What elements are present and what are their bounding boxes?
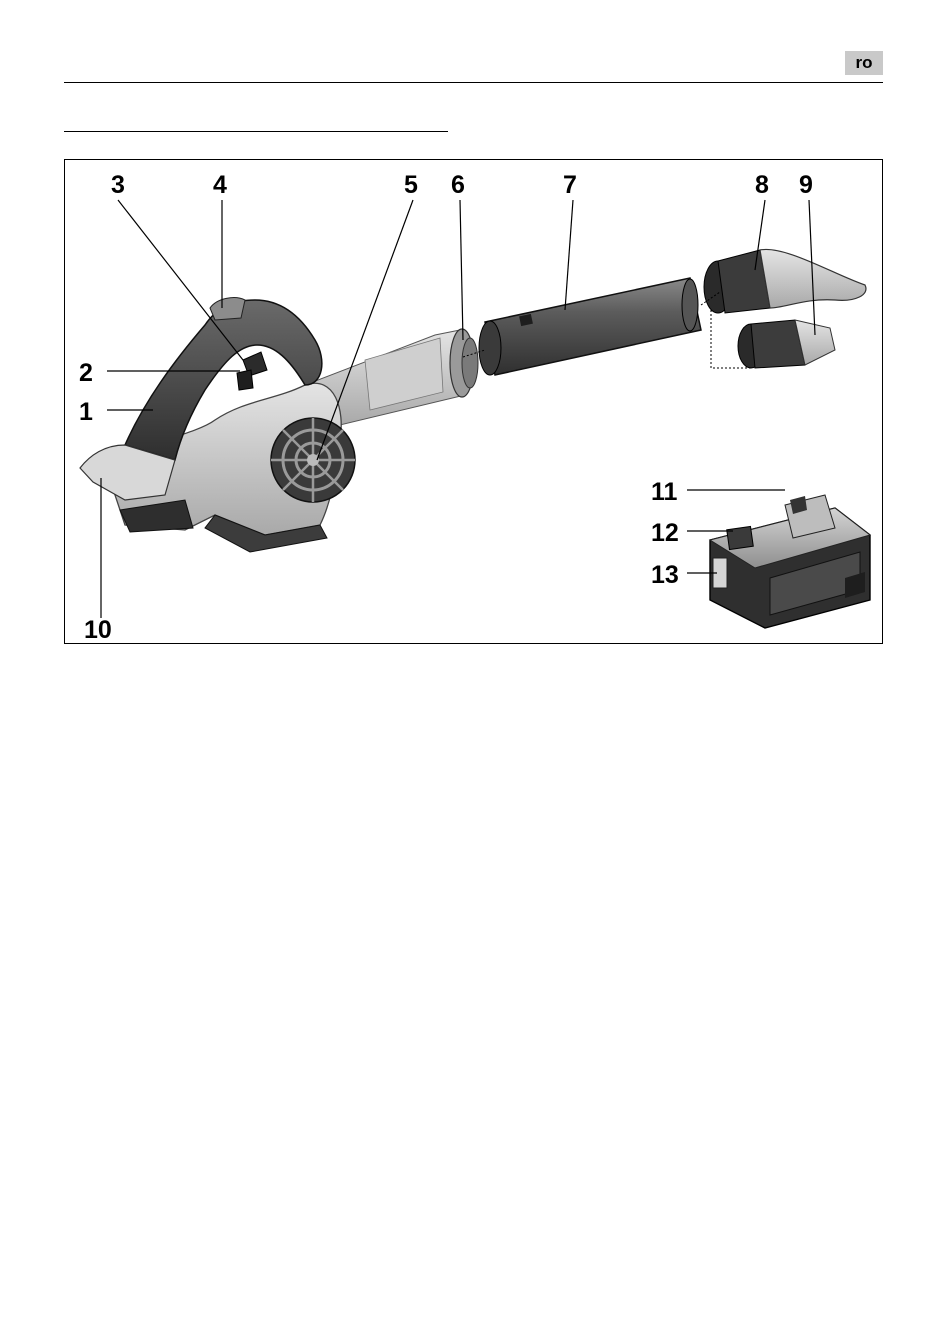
callout-leaders xyxy=(101,200,815,618)
callout-3: 3 xyxy=(111,171,125,199)
callout-1: 1 xyxy=(79,398,93,426)
figure-frame: 1 2 3 4 5 6 7 8 9 10 11 12 13 xyxy=(64,159,883,644)
header-rule xyxy=(64,82,883,83)
callout-13: 13 xyxy=(651,561,679,589)
callout-4: 4 xyxy=(213,171,227,199)
callout-5: 5 xyxy=(404,171,418,199)
leaf-blower-illustration: 1 2 3 4 5 6 7 8 9 10 11 12 13 xyxy=(65,160,884,645)
section-rule xyxy=(64,131,448,132)
callout-7: 7 xyxy=(563,171,577,199)
callout-2: 2 xyxy=(79,359,93,387)
battery-pack xyxy=(710,495,870,628)
callout-9: 9 xyxy=(799,171,813,199)
callout-10: 10 xyxy=(84,616,112,644)
callout-8: 8 xyxy=(755,171,769,199)
extension-tube xyxy=(479,278,701,375)
language-badge: ro xyxy=(845,51,883,75)
round-nozzle xyxy=(738,320,835,368)
callout-6: 6 xyxy=(451,171,465,199)
callout-11: 11 xyxy=(651,478,678,506)
blower-body xyxy=(80,298,478,552)
callout-12: 12 xyxy=(651,519,679,547)
flat-nozzle xyxy=(704,249,866,313)
